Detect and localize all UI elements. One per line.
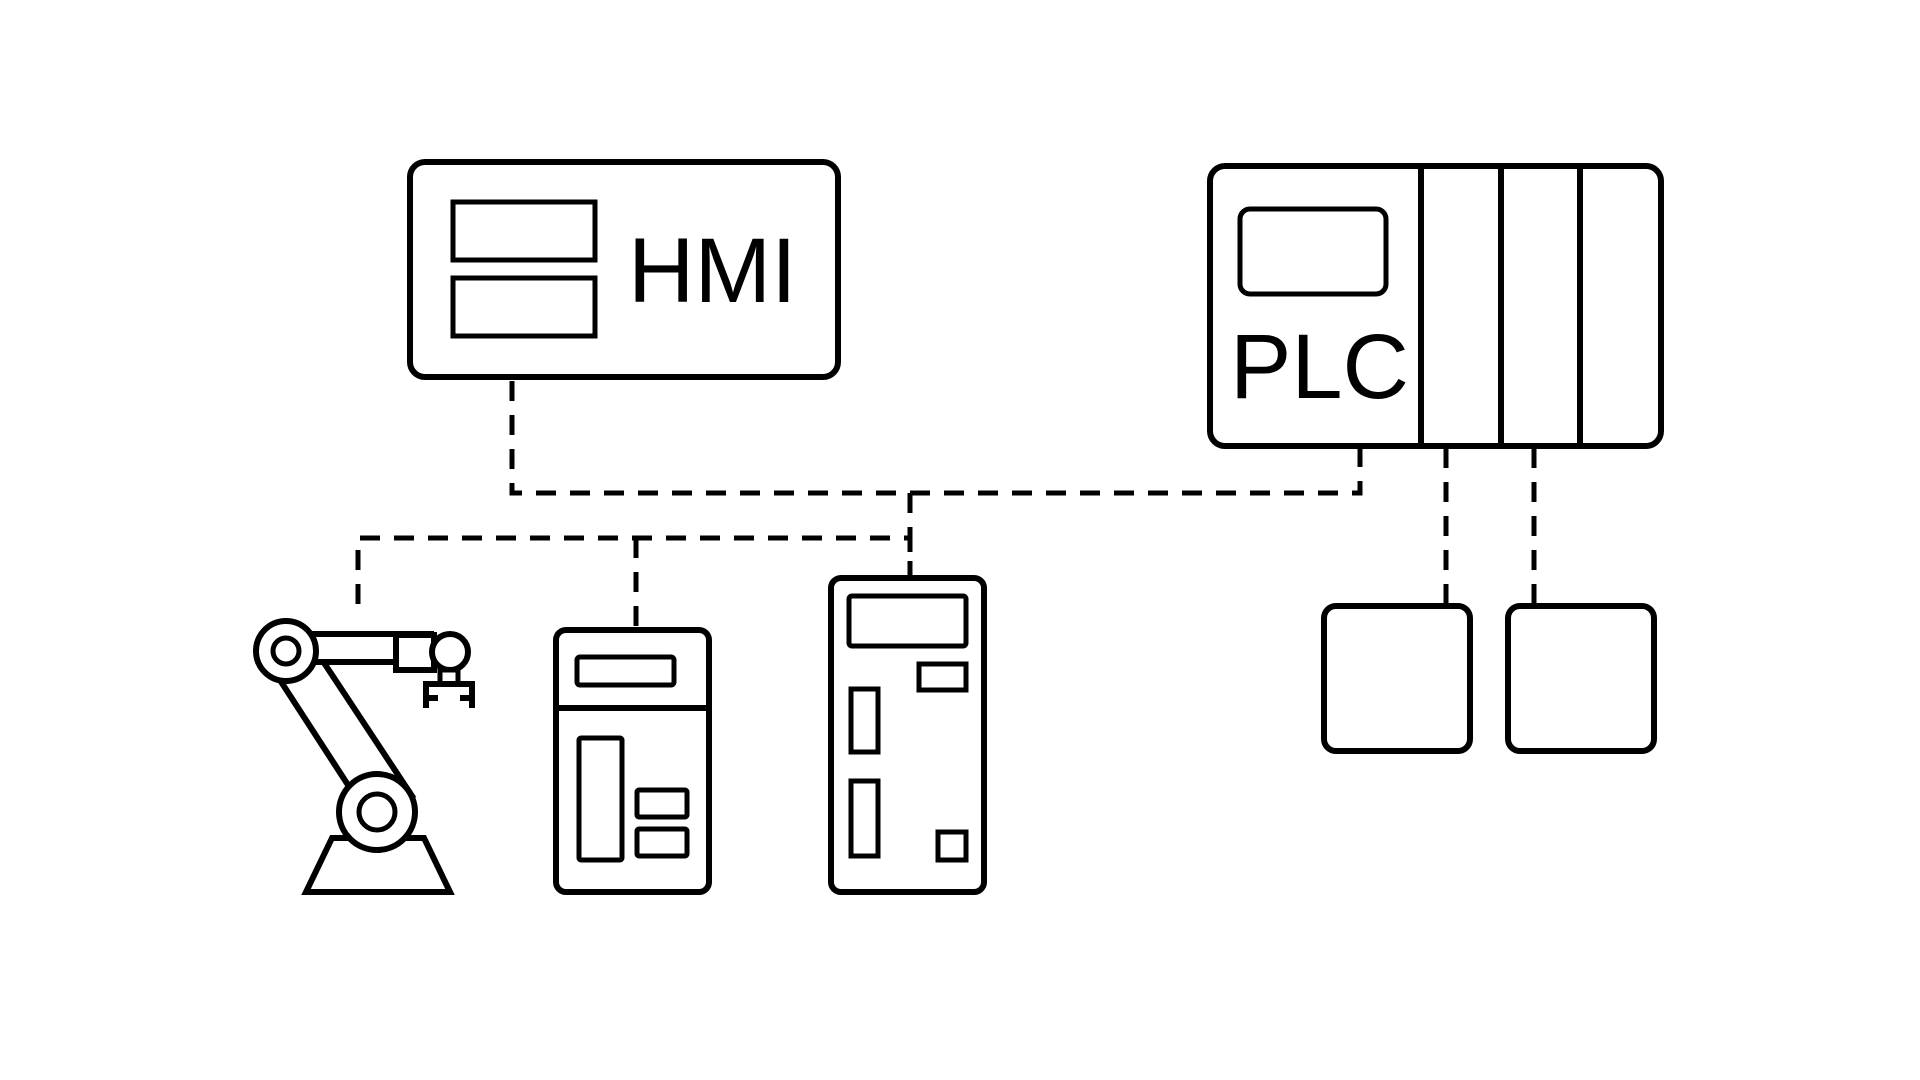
drive-button-bottom: [634, 826, 690, 859]
robot-wrist: [393, 632, 437, 673]
robot-arm-icon[interactable]: [253, 618, 475, 895]
robot-base-hub: [356, 791, 398, 833]
network-links: [355, 381, 1537, 632]
robot-gripper: [423, 681, 475, 708]
plc-display: [1237, 206, 1389, 297]
servo-connector-top: [848, 686, 881, 755]
robot-wrist-joint: [429, 631, 471, 673]
drive-controller-icon[interactable]: [553, 627, 712, 895]
io-module-icon[interactable]: [1505, 603, 1657, 754]
hmi-screen-top: [450, 199, 598, 263]
drive-terminal-block: [576, 735, 625, 863]
io-module-icon[interactable]: [1321, 603, 1473, 754]
robot-shoulder-hub: [270, 635, 302, 667]
drive-display: [574, 654, 677, 688]
servo-status-indicator: [916, 661, 969, 693]
plc-label: PLC: [1230, 316, 1409, 418]
io-modules: [1321, 603, 1657, 754]
drive-button-top: [634, 787, 690, 820]
servo-controller-icon[interactable]: [828, 575, 987, 895]
plc-device[interactable]: PLC: [1207, 163, 1664, 449]
hmi-device[interactable]: HMI: [407, 159, 841, 380]
hmi-label: HMI: [628, 220, 797, 322]
hmi-screen-bottom: [450, 275, 598, 339]
servo-display: [846, 593, 969, 649]
servo-port: [935, 829, 969, 863]
servo-connector-bottom: [848, 778, 881, 859]
